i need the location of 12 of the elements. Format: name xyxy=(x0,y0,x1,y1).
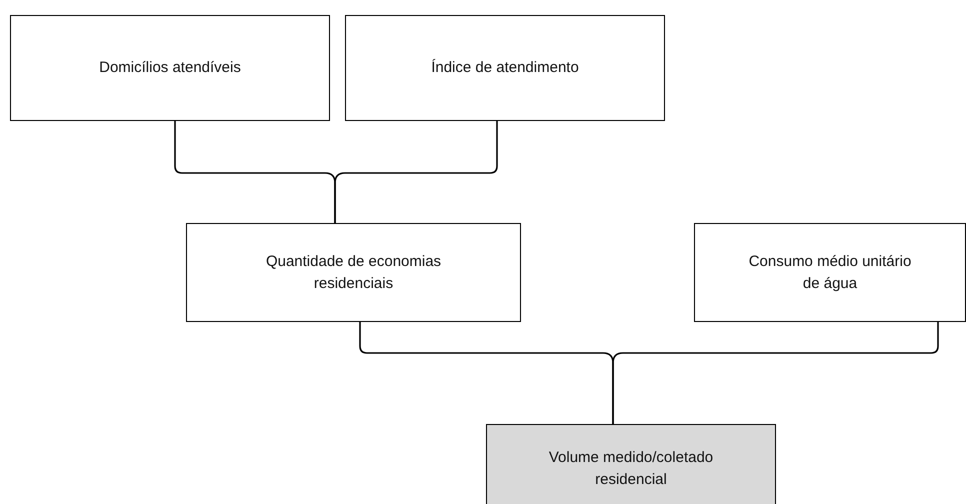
box-text: Índice de atendimento xyxy=(431,58,579,78)
process-box xyxy=(694,223,966,322)
brace-connector xyxy=(334,121,498,223)
brace-connector xyxy=(612,322,939,424)
box-text: Domicílios atendíveis xyxy=(99,58,241,78)
box-text: Consumo médio unitário de água xyxy=(748,252,912,294)
process-box xyxy=(10,15,330,121)
process-box xyxy=(345,15,665,121)
box-text: Quantidade de economias residenciais xyxy=(264,252,442,294)
process-box xyxy=(486,424,776,504)
box-text: Volume medido/coletado residencial xyxy=(548,448,714,490)
process-box xyxy=(186,223,521,322)
